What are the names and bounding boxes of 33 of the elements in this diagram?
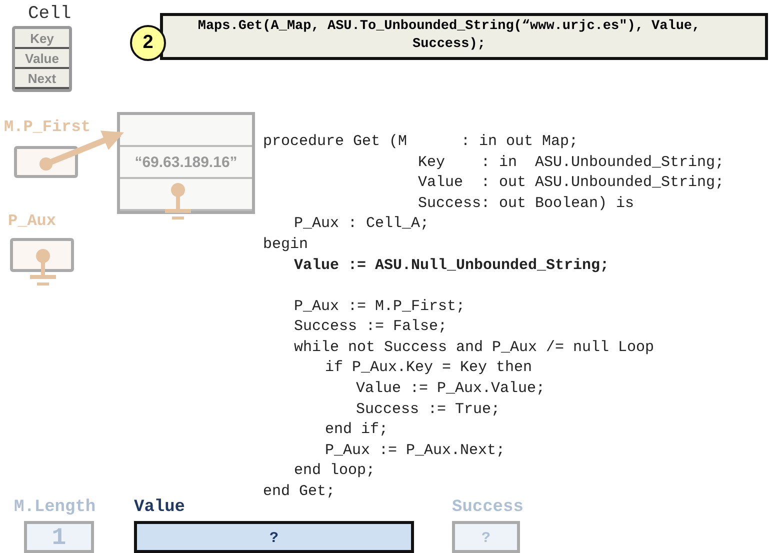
code-line: while not Success and P_Aux /= null Loop — [294, 338, 654, 357]
code-line: Value := P_Aux.Value; — [356, 380, 546, 398]
code-box: Maps.Get(A_Map, ASU.To_Unbounded_String(“www.urjc.es"), Value, Success); — [160, 13, 768, 60]
code-line: Key : in ASU.Unbounded_String; — [418, 154, 724, 172]
field-name: Key — [15, 29, 69, 49]
code-line: procedure Get (M : in out Map; — [263, 133, 578, 151]
code-line: begin — [263, 236, 308, 254]
code-line: end loop; — [294, 462, 376, 480]
callout-number: 2 — [130, 25, 166, 61]
code-line: end Get; — [263, 483, 336, 501]
type-name: Cell — [28, 4, 72, 24]
variable-name: M.P_First — [4, 118, 90, 136]
variable-name: Value — [134, 498, 186, 517]
code-line: Value := ASU.Null_Unbounded_String; — [294, 256, 610, 275]
code-line: P_Aux : Cell_A; — [294, 215, 430, 234]
variable-name: P_Aux — [8, 212, 56, 230]
field-name: Next — [15, 69, 69, 89]
variable-name: Success — [452, 498, 524, 517]
value-box: ? — [452, 521, 520, 553]
code-line: P_Aux := P_Aux.Next; — [325, 442, 506, 460]
record-field: “69.63.189.16” — [120, 147, 252, 179]
field-name: Value — [15, 49, 69, 69]
code-line: Success := False; — [294, 318, 448, 336]
code-line: Value : out ASU.Unbounded_String; — [418, 174, 724, 192]
code-line: P_Aux := M.P_First; — [294, 298, 466, 316]
value-box: ? — [134, 521, 414, 553]
value-box: 1 — [24, 521, 94, 553]
code-line: if P_Aux.Key = Key then — [325, 359, 532, 378]
code-line: Success := True; — [356, 400, 500, 419]
variable-name: M.Length — [14, 498, 96, 517]
code-line: Success: out Boolean) is — [418, 194, 634, 213]
code-line: end if; — [325, 421, 388, 440]
record-box — [117, 112, 255, 214]
